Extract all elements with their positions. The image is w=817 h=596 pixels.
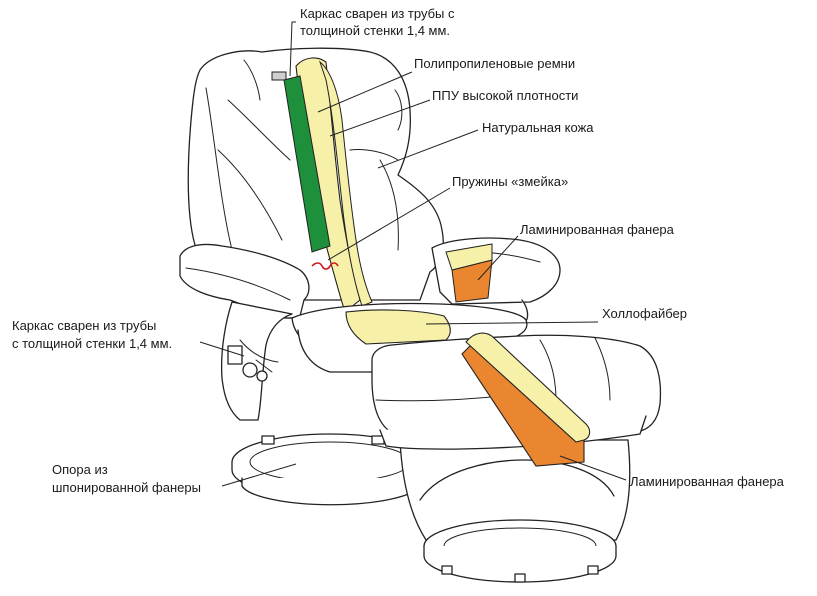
- ottoman-foam-section: [465, 332, 591, 443]
- springs-label: Пружины «змейка»: [452, 174, 569, 189]
- arm-plywood-label: Ламинированная фанера: [520, 222, 674, 237]
- arm-plywood-top: [445, 243, 493, 271]
- ottoman-base: [399, 439, 631, 583]
- seat-hollofiber-section: [345, 309, 451, 345]
- base-label-line1: Опора из: [52, 462, 108, 477]
- frame-left-label-line2: с толщиной стенки 1,4 мм.: [12, 336, 173, 351]
- leather-label: Натуральная кожа: [482, 120, 594, 135]
- spring-snake: [311, 262, 339, 270]
- frame-tube-top: [271, 71, 287, 81]
- leader-lines: [199, 21, 627, 487]
- ottoman-plywood-label: Ламинированная фанера: [630, 474, 784, 489]
- base-label-line2: шпонированной фанеры: [52, 480, 201, 495]
- left-armrest: [179, 243, 310, 421]
- hollofiber-label: Холлофайбер: [602, 306, 687, 321]
- back-foam-inner: [318, 60, 373, 307]
- frame-left-label-line1: Каркас сварен из трубы: [12, 318, 157, 333]
- chair-base: [231, 433, 429, 506]
- back-belts-section: [283, 75, 331, 253]
- recline-mechanism: [227, 345, 273, 382]
- frame-top-label-line1: Каркас сварен из трубы с: [300, 6, 455, 21]
- foam-label: ППУ высокой плотности: [432, 88, 579, 103]
- frame-top-label-line2: толщиной стенки 1,4 мм.: [300, 23, 451, 38]
- belts-label: Полипропиленовые ремни: [414, 56, 576, 71]
